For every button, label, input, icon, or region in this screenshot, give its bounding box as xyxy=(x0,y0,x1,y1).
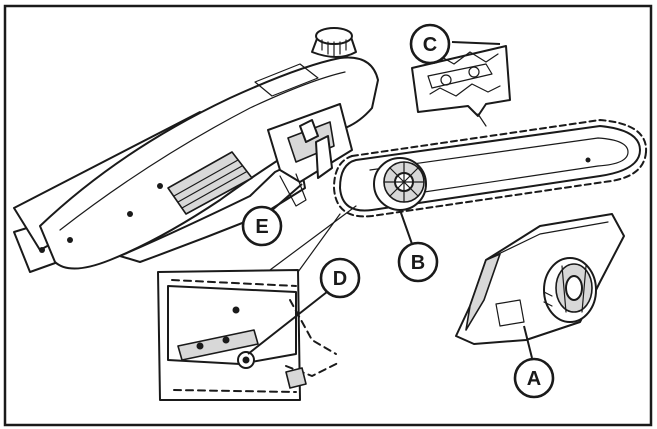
callout-a-leader xyxy=(523,325,533,359)
callout-d-label: D xyxy=(333,268,347,290)
callout-d-leader xyxy=(247,287,333,355)
callout-b-label: B xyxy=(411,252,425,274)
callout-c-label: C xyxy=(423,34,437,56)
callout-d: D xyxy=(319,257,361,299)
guide-bar-and-chain xyxy=(333,119,648,218)
callout-a: A xyxy=(513,357,555,399)
callout-c-leader xyxy=(451,41,501,45)
callout-e-label: E xyxy=(255,216,268,238)
callout-e-leader xyxy=(269,183,303,213)
callout-b-leader xyxy=(399,209,413,245)
callout-b: B xyxy=(397,241,439,283)
motor-housing xyxy=(13,27,379,273)
chain-tension-inset xyxy=(157,205,357,401)
callout-e: E xyxy=(241,205,283,247)
chain-cover xyxy=(455,213,625,345)
callout-c: C xyxy=(409,23,451,65)
callout-a-label: A xyxy=(527,368,541,390)
